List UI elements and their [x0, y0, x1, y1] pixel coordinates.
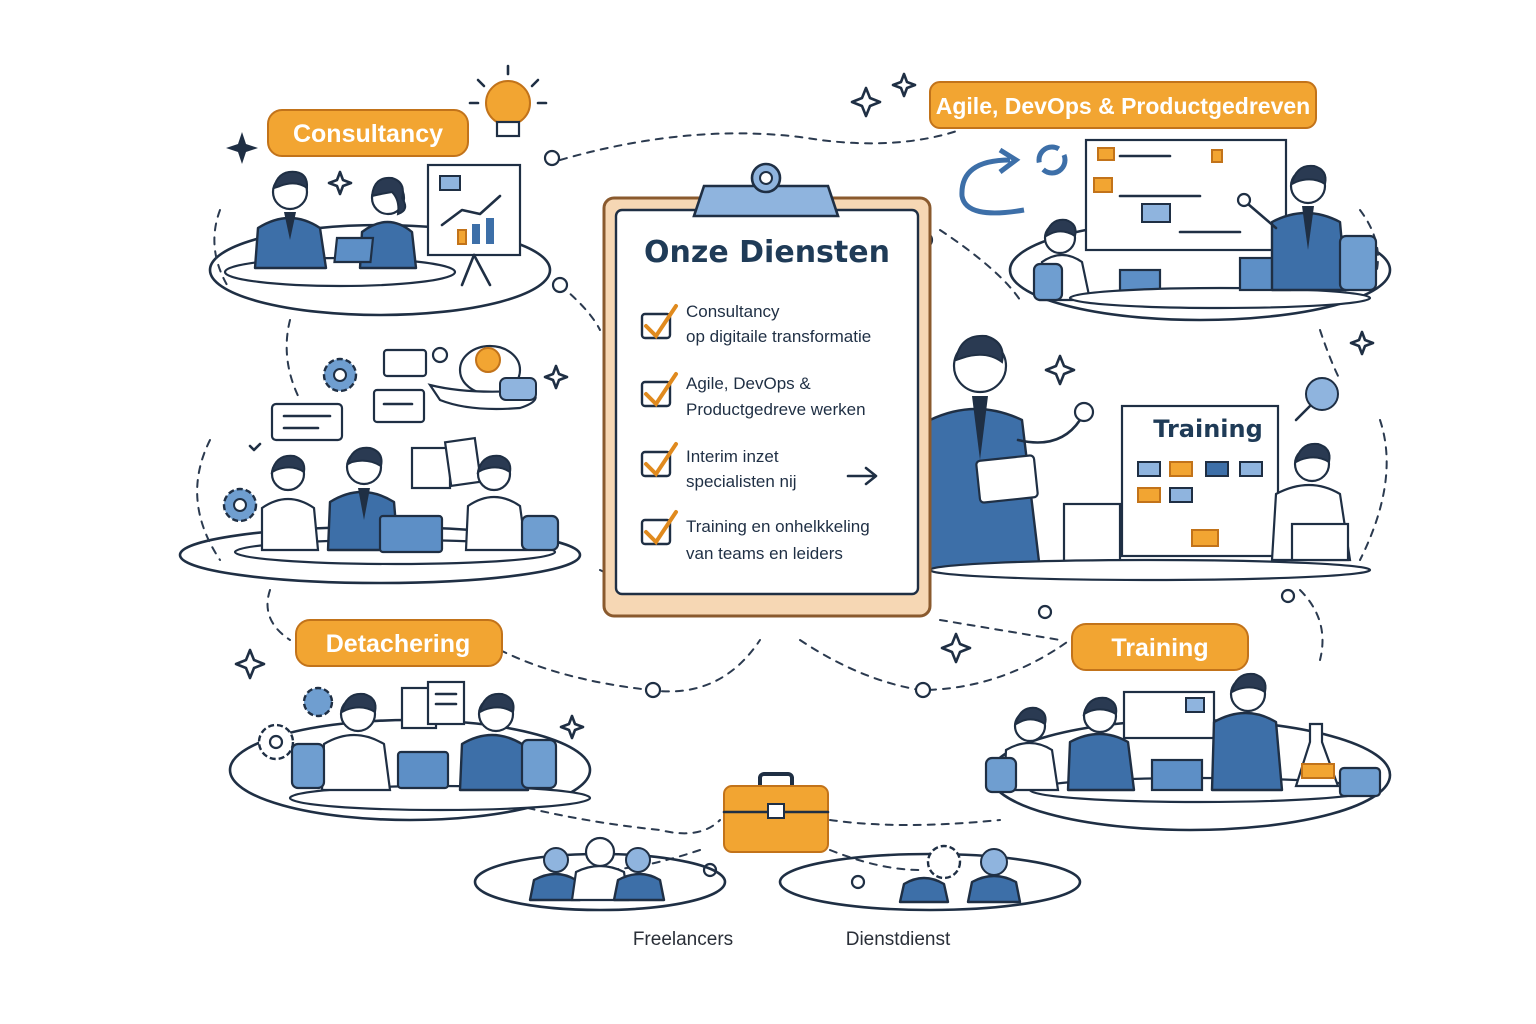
dienstdienst-caption: Dienstdienst [846, 929, 951, 950]
checklist-item-line2: Productgedreve werken [686, 400, 866, 419]
magnifier-icon [1294, 377, 1339, 422]
meeting-scene [178, 344, 582, 585]
arrow-right-icon [846, 466, 878, 486]
checklist-item-line1: Consultancy [686, 302, 780, 321]
training-pill [1071, 623, 1249, 671]
agile-label: Agile, DevOps & Productgedreven [936, 93, 1310, 119]
agile-pill [929, 81, 1317, 129]
sparkle-icon [226, 132, 258, 164]
checklist-item-line2: specialisten nij [686, 472, 797, 491]
training-scene: Training [940, 623, 1392, 832]
cycle-arrow-icon [959, 144, 1068, 216]
training-label: Training [1111, 634, 1208, 662]
lightbulb-icon [468, 64, 548, 138]
clipboard: Onze Diensten Consultancy op digitaile t… [602, 162, 932, 618]
consultancy-label: Consultancy [293, 120, 443, 148]
checklist-item-line1: Training en onhelkkeling [686, 517, 870, 536]
consultancy-pill [267, 109, 469, 157]
checklist-item: Training en onhelkkeling van teams en le… [640, 510, 870, 563]
consultancy-scene: Consultancy [208, 64, 552, 317]
checklist-item-line1: Agile, DevOps & [686, 374, 811, 393]
bottom-groups: Freelancers Dienstdienst [473, 772, 1082, 950]
checklist-item: Consultancy op digitaile transformatie [640, 302, 871, 346]
gear-icon [257, 686, 334, 761]
chat-icon [270, 348, 428, 442]
checklist-title: Onze Diensten [644, 235, 890, 270]
detachering-pill [295, 619, 503, 667]
training-presenter-scene: Training [916, 330, 1388, 582]
gear-icon [222, 357, 358, 523]
detachering-scene: Detachering [228, 619, 592, 822]
checklist-item: Agile, DevOps & Productgedreve werken [640, 372, 866, 419]
training-board-title: Training [1153, 415, 1263, 443]
checklist-item: Interim inzet specialisten nij [640, 442, 878, 491]
checklist-item-line2: van teams en leiders [686, 544, 843, 563]
briefcase-icon [722, 772, 830, 853]
freelancers-caption: Freelancers [633, 929, 733, 950]
checklist-item-line2: op digitaile transformatie [686, 327, 871, 346]
agile-scene: Agile, DevOps & Productgedreven [850, 72, 1392, 322]
detachering-label: Detachering [326, 630, 470, 658]
checklist-item-line1: Interim inzet [686, 447, 779, 466]
connector-lines [266, 129, 1341, 890]
